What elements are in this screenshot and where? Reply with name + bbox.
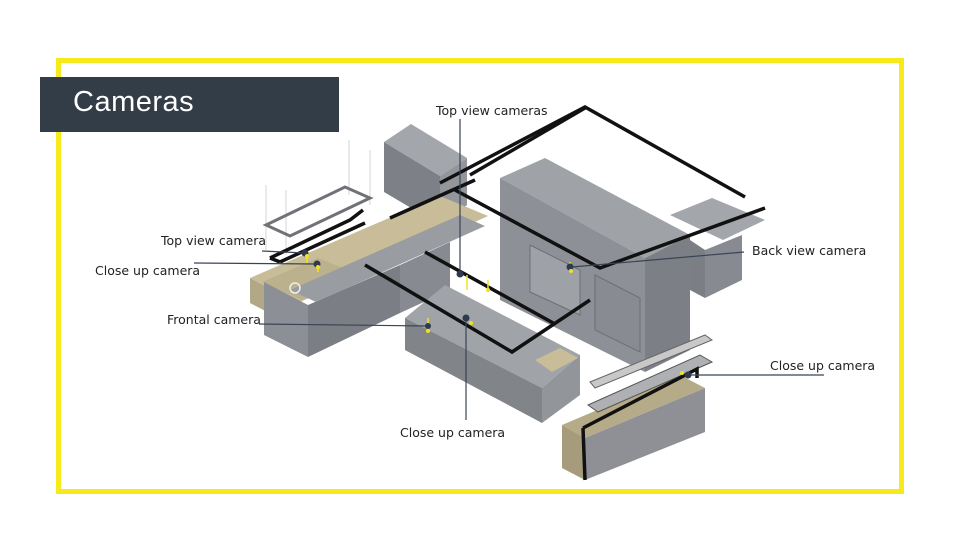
label-close-up-camera-bottom: Close up camera [400, 425, 506, 440]
camera-top-view-dot [456, 270, 464, 278]
slide-frame [56, 58, 904, 494]
back-wall-unit [500, 158, 690, 372]
right-upper-block [670, 198, 765, 298]
camera-back-view-dot [566, 263, 574, 271]
camera-close-up-bottom-dot [462, 314, 470, 322]
label-frontal-camera: Frontal camera [167, 312, 261, 327]
camera-frontal-dot [425, 323, 431, 329]
page-title: Cameras [73, 86, 195, 118]
title-bar: Cameras [40, 77, 339, 132]
camera-dots [301, 249, 692, 379]
label-top-view-camera: Top view camera [161, 233, 267, 248]
camera-rigs [269, 105, 766, 481]
label-close-up-camera-left: Close up camera [95, 263, 201, 278]
camera-close-up-right-dot [684, 371, 692, 379]
hanging-rigs-grey [262, 185, 374, 238]
leader-lines [193, 119, 824, 420]
label-back-view-camera: Back view camera [752, 243, 867, 258]
label-close-up-camera-right: Close up camera [770, 358, 876, 373]
label-top-view-cameras: Top view cameras [436, 103, 548, 118]
central-island [405, 285, 580, 423]
left-counter [250, 196, 488, 357]
